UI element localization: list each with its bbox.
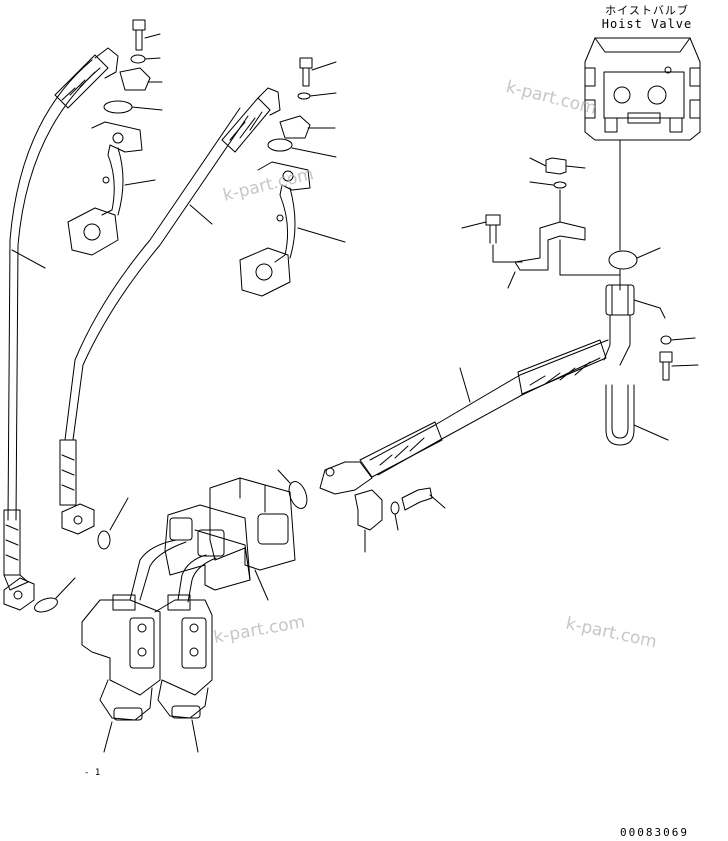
figure-code: 00083069: [620, 826, 689, 839]
washer: [130, 54, 146, 64]
o-ring: [288, 481, 308, 509]
bolt: [401, 487, 433, 511]
left-hose: [3, 47, 119, 591]
flange: [61, 503, 95, 535]
washer: [660, 335, 672, 345]
o-ring: [103, 100, 133, 114]
hoist-valve-label-en: Hoist Valve: [601, 17, 693, 31]
split-flange: [119, 67, 151, 91]
bolt: [132, 19, 146, 51]
reference-mark: - 1: [84, 768, 101, 778]
u-clamp: [605, 384, 635, 446]
hoist-valve-label-jp: ホイストバルブ: [605, 4, 689, 17]
o-ring: [34, 597, 58, 613]
flange: [239, 247, 291, 297]
o-ring: [267, 138, 293, 152]
flange: [67, 207, 119, 256]
filter-assembly: [81, 594, 213, 753]
elbow-tube: [91, 121, 143, 216]
o-ring: [97, 530, 111, 550]
main-hose: [319, 339, 609, 495]
bolt: [659, 351, 673, 381]
washer: [297, 92, 311, 100]
washer: [390, 501, 400, 515]
hoist-valve: [584, 37, 701, 251]
bracket-assembly: [461, 157, 621, 291]
elbow-tube: [257, 161, 311, 263]
o-ring: [608, 250, 638, 270]
split-flange: [279, 115, 311, 139]
flange: [3, 577, 35, 611]
bolt: [299, 57, 313, 87]
middle-hose: [59, 87, 281, 506]
pump-assembly: [164, 477, 296, 601]
split-flange: [354, 489, 383, 531]
elbow-fitting: [603, 284, 666, 366]
